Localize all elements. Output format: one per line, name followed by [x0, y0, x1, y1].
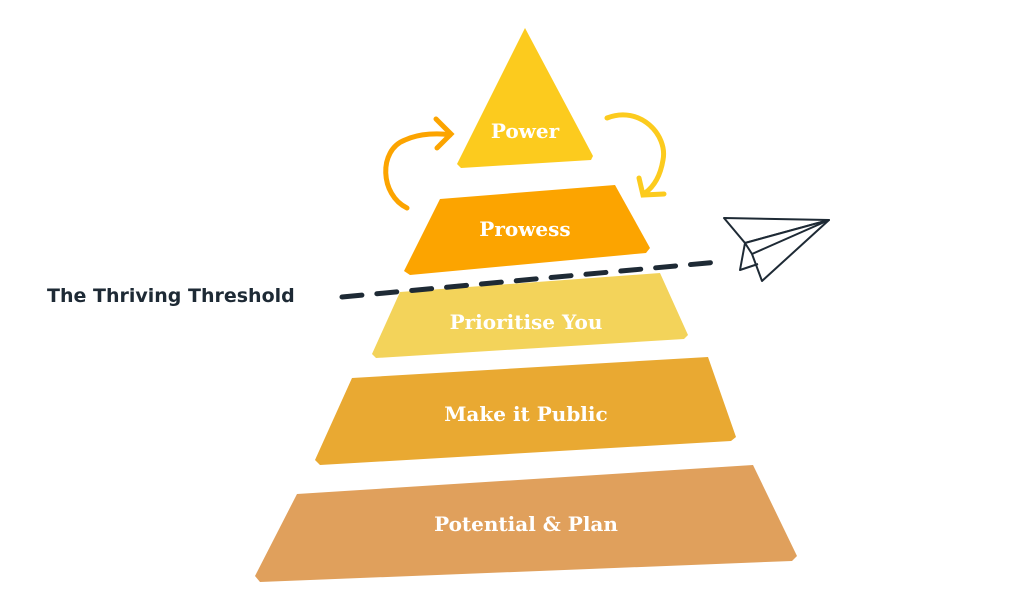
- level-power: [457, 28, 593, 168]
- level-make-it-public: [315, 357, 736, 465]
- level-label-make-it-public: Make it Public: [444, 402, 607, 426]
- level-label-potential-plan: Potential & Plan: [434, 512, 618, 536]
- level-label-power: Power: [491, 119, 560, 143]
- cycle-arrow-right-icon: [604, 112, 667, 198]
- level-label-prioritise-you: Prioritise You: [450, 310, 603, 334]
- cycle-arrow-left-icon: [383, 116, 455, 211]
- threshold-dashed-line: [339, 259, 721, 300]
- level-prowess: [404, 185, 650, 275]
- level-potential-plan: [255, 465, 797, 582]
- level-prioritise-you: [372, 273, 688, 358]
- paper-plane-icon: [723, 217, 830, 282]
- level-label-prowess: Prowess: [479, 217, 570, 241]
- threshold-label: The Thriving Threshold: [47, 285, 295, 307]
